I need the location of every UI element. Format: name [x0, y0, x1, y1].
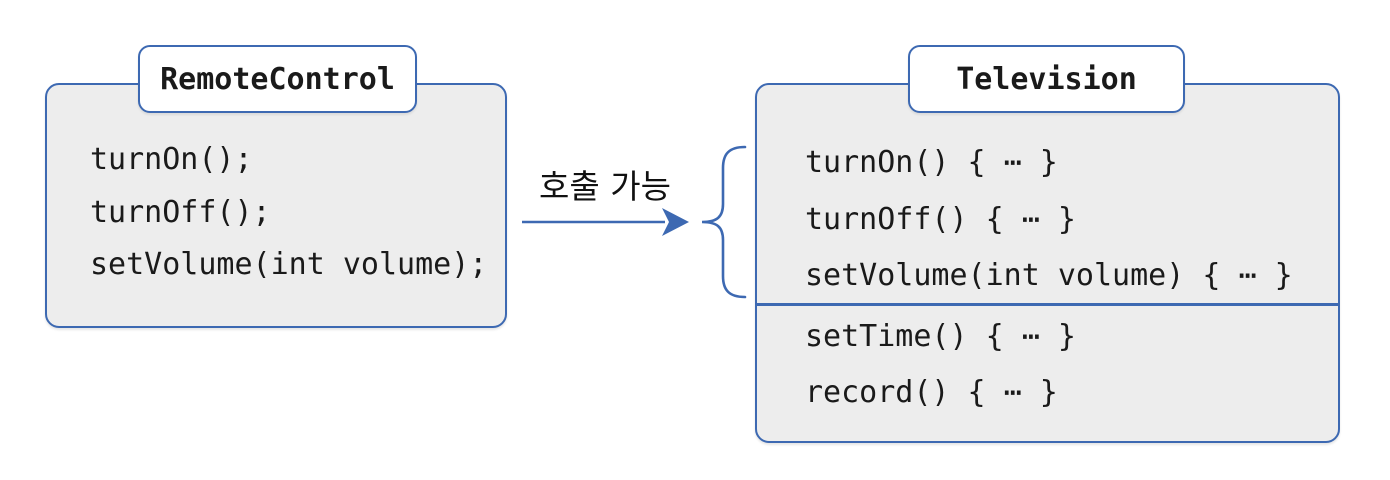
arrow-and-brace-graphic	[522, 145, 747, 299]
method-item: turnOn();	[90, 142, 253, 177]
television-class-box	[755, 83, 1340, 443]
remotecontrol-class-box	[45, 83, 507, 328]
television-title-tab: Television	[908, 45, 1185, 113]
method-item: turnOff() { ⋯ }	[805, 202, 1076, 237]
class-title: Television	[956, 61, 1137, 97]
method-item: record() { ⋯ }	[805, 375, 1058, 410]
method-item: turnOff();	[90, 195, 271, 230]
method-item: turnOn() { ⋯ }	[805, 145, 1058, 180]
section-divider	[755, 303, 1340, 306]
method-item: setVolume(int volume);	[90, 247, 488, 282]
method-item: setVolume(int volume) { ⋯ }	[805, 258, 1293, 293]
method-item: setTime() { ⋯ }	[805, 319, 1076, 354]
curly-brace-icon	[701, 145, 747, 299]
arrow-label: 호출 가능	[539, 167, 671, 206]
remotecontrol-title-tab: RemoteControl	[138, 45, 417, 113]
arrow-head-icon	[662, 208, 689, 236]
class-title: RemoteControl	[160, 61, 395, 97]
